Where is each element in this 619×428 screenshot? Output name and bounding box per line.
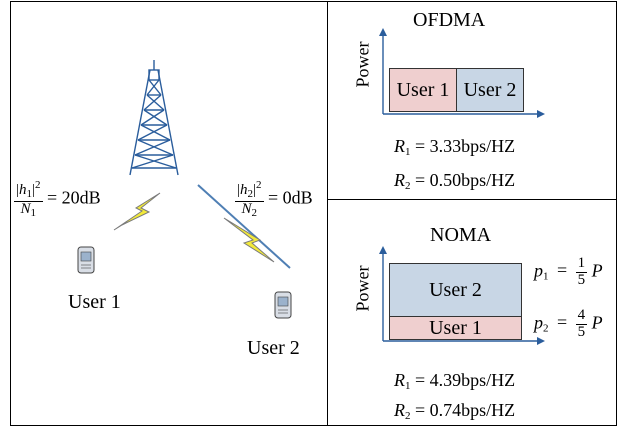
- lightning-bolt-icon-2: [223, 217, 275, 263]
- user-2-label: User 2: [247, 337, 300, 359]
- outer-frame: [10, 1, 617, 426]
- ofdma-ylabel: Power: [352, 41, 373, 88]
- tower-icon: [129, 60, 179, 176]
- channel-gain-1-denominator: N1: [20, 200, 37, 219]
- phone-icon-1: [77, 246, 95, 274]
- noma-ylabel: Power: [352, 265, 373, 312]
- link-line: [197, 184, 291, 269]
- noma-rate-2: R2 = 0.74bps/HZ: [394, 400, 516, 422]
- channel-gain-2: |h2|2 N2 = 0dB: [235, 179, 313, 219]
- channel-gain-2-value: = 0dB: [268, 187, 313, 208]
- user-1-label: User 1: [68, 291, 121, 313]
- ofdma-title: OFDMA: [413, 9, 486, 31]
- ofdma-user1-block: User 1: [389, 68, 457, 112]
- phone-icon-2: [274, 291, 292, 319]
- channel-gain-1-numerator: |h1|2: [14, 179, 43, 202]
- noma-user1-block: User 1: [389, 316, 522, 340]
- horizontal-divider: [327, 199, 617, 200]
- channel-gain-1: |h1|2 N1 = 20dB: [14, 179, 101, 219]
- ofdma-user2-block: User 2: [456, 68, 524, 112]
- noma-title: NOMA: [430, 224, 492, 246]
- left-panel-graphics: [77, 60, 292, 319]
- noma-rate-1: R1 = 4.39bps/HZ: [394, 370, 516, 392]
- channel-gain-2-numerator: |h2|2: [235, 179, 264, 202]
- ofdma-axes: [379, 28, 545, 118]
- lightning-bolt-icon-1: [113, 192, 161, 231]
- channel-gain-1-value: = 20dB: [47, 187, 101, 208]
- channel-gain-2-denominator: N2: [241, 200, 258, 219]
- ofdma-rate-2: R2 = 0.50bps/HZ: [394, 170, 516, 192]
- vertical-divider: [327, 1, 328, 426]
- noma-user2-block: User 2: [389, 263, 522, 317]
- noma-axes: [379, 246, 545, 345]
- ofdma-rate-1: R1 = 3.33bps/HZ: [394, 136, 516, 158]
